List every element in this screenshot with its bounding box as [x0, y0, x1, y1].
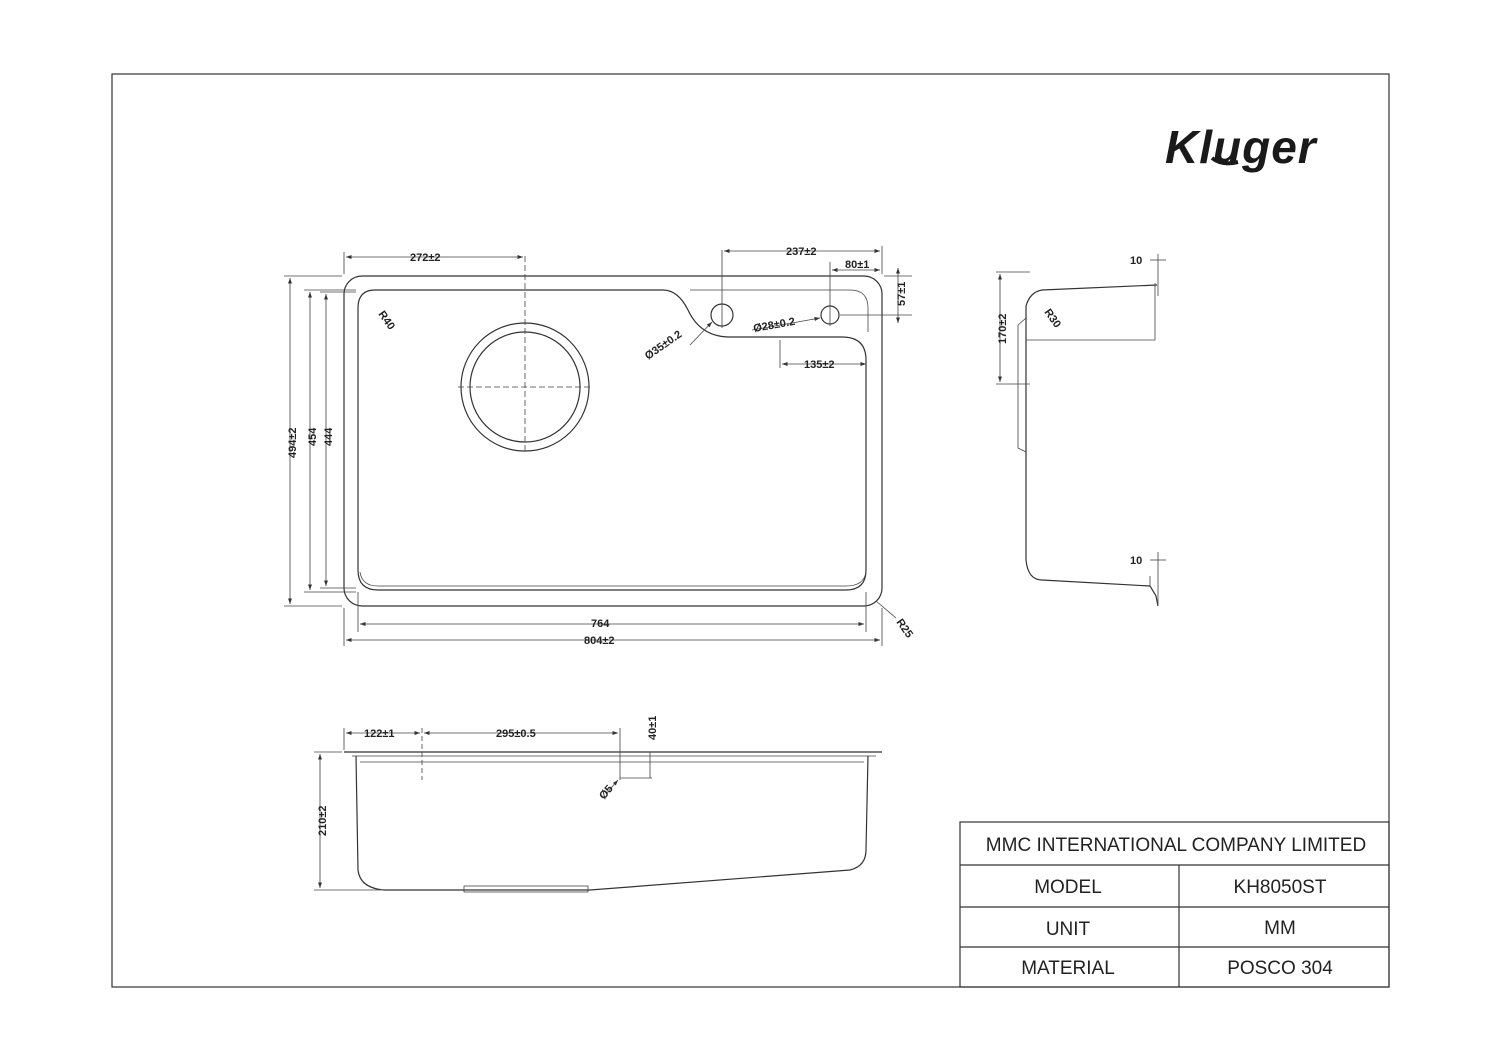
material-label: MATERIAL — [1021, 958, 1115, 979]
side-bracket — [1017, 317, 1027, 453]
material-value: POSCO 304 — [1227, 958, 1333, 979]
sink-bowl-outline — [357, 289, 867, 591]
dim-dia-35: Ø35±0.2 — [643, 328, 684, 362]
dim-454: 454 — [307, 427, 319, 446]
sheet-border — [111, 73, 1390, 988]
dim-764: 764 — [591, 618, 610, 630]
side-dim-170: 170±2 — [997, 313, 1009, 344]
bowl-bottom-step — [359, 571, 867, 587]
dim-444: 444 — [323, 427, 335, 446]
top-view: 272±2 237±2 80±1 57±1 R40 Ø35±0.2 Ø28±0.… — [284, 246, 915, 647]
brand-logo-swoosh — [1210, 156, 1239, 166]
unit-value: MM — [1264, 918, 1296, 939]
dim-272: 272±2 — [410, 252, 441, 264]
brand-logo: Kluger — [1165, 121, 1318, 173]
dim-494: 494±2 — [287, 427, 299, 458]
dim-57: 57±1 — [896, 282, 908, 306]
front-dim-40: 40±1 — [647, 716, 659, 740]
side-rim-line — [1026, 283, 1156, 341]
company-name: MMC INTERNATIONAL COMPANY LIMITED — [986, 835, 1366, 856]
front-drain-outlet — [463, 885, 589, 893]
side-radius-r30: R30 — [1042, 307, 1063, 330]
side-profile-outer — [1025, 284, 1159, 607]
side-view: 10 170±2 R30 10 — [996, 254, 1166, 607]
side-dim-10-bottom: 10 — [1130, 555, 1142, 567]
dim-dia-28: Ø28±0.2 — [752, 316, 796, 335]
radius-r25: R25 — [894, 617, 915, 640]
front-dim-122: 122±1 — [364, 728, 395, 740]
side-dim-10-top: 10 — [1130, 255, 1142, 267]
title-block: MMC INTERNATIONAL COMPANY LIMITED MODEL … — [959, 821, 1390, 988]
model-label: MODEL — [1034, 877, 1102, 898]
dim-135: 135±2 — [804, 359, 835, 371]
front-view: 122±1 295±0.5 40±1 Ø5 210±2 — [314, 716, 882, 893]
front-dim-295: 295±0.5 — [496, 728, 536, 740]
front-bowl-outline — [355, 755, 869, 891]
sink-outer-rim — [343, 275, 883, 607]
model-value: KH8050ST — [1234, 877, 1327, 898]
accessory-shelf-edge — [690, 289, 869, 332]
radius-r40: R40 — [376, 309, 397, 332]
unit-label: UNIT — [1046, 919, 1091, 940]
dim-80: 80±1 — [845, 259, 869, 271]
front-dim-210: 210±2 — [317, 805, 329, 836]
dim-237: 237±2 — [786, 246, 817, 258]
dim-804: 804±2 — [584, 635, 615, 647]
